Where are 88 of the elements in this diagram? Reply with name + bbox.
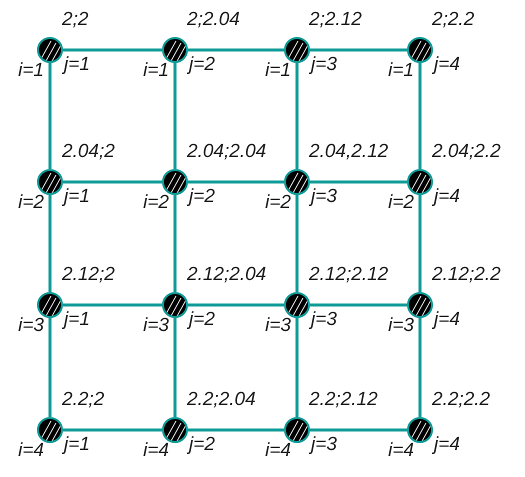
node-circle	[37, 37, 63, 63]
row-index-label: i=1	[265, 61, 291, 80]
coordinate-label: 2.2;2	[62, 390, 104, 409]
column-index-label: j=1	[64, 187, 90, 206]
row-index-label: i=1	[388, 61, 414, 80]
connector-line	[188, 48, 284, 52]
column-index-label: j=1	[64, 435, 90, 454]
connector-line	[63, 48, 162, 52]
connector-line	[188, 180, 284, 184]
connector-line	[296, 318, 298, 417]
coordinate-label: 2.2;2.2	[432, 390, 490, 409]
coordinate-label: 2.04;2.04	[187, 142, 266, 161]
connector-line	[188, 428, 284, 432]
node-circle	[407, 417, 433, 443]
connector-line	[418, 318, 422, 417]
column-index-label: j=2	[189, 187, 215, 206]
coordinate-label: 2;2.12	[309, 10, 362, 29]
connector-line	[63, 428, 162, 432]
connector-line	[310, 48, 407, 52]
column-index-label: j=2	[189, 55, 215, 74]
connector-line	[418, 63, 422, 169]
connector-line	[63, 304, 162, 306]
column-index-label: j=1	[64, 55, 90, 74]
connector-line	[174, 195, 176, 292]
row-index-label: i=2	[143, 193, 169, 212]
coordinate-label: 2.12;2.12	[309, 265, 388, 284]
connector-line	[63, 180, 162, 184]
node-circle	[284, 292, 310, 318]
connector-line	[296, 195, 298, 292]
column-index-label: j=3	[311, 435, 337, 454]
node-circle	[284, 417, 310, 443]
column-index-label: j=3	[311, 55, 337, 74]
row-index-label: i=2	[265, 193, 291, 212]
coordinate-label: 2.2;2.12	[309, 390, 378, 409]
column-index-label: j=4	[434, 310, 460, 329]
node-circle	[162, 37, 188, 63]
connector-line	[174, 63, 176, 169]
node-circle	[37, 417, 63, 443]
row-index-label: i=1	[143, 61, 169, 80]
node-circle	[407, 169, 433, 195]
column-index-label: j=2	[189, 435, 215, 454]
row-index-label: i=1	[18, 61, 44, 80]
connector-line	[48, 195, 52, 292]
connector-line	[418, 195, 422, 292]
column-index-label: j=4	[434, 187, 460, 206]
coordinate-label: 2.04,2.12	[309, 142, 388, 161]
row-index-label: i=3	[143, 316, 169, 335]
row-index-label: i=2	[388, 193, 414, 212]
node-circle	[37, 292, 63, 318]
connector-line	[48, 318, 52, 417]
node-circle	[407, 292, 433, 318]
coordinate-label: 2;2.2	[432, 10, 474, 29]
connector-line	[310, 180, 407, 184]
column-index-label: j=3	[311, 187, 337, 206]
row-index-label: i=4	[143, 441, 169, 460]
node-circle	[284, 37, 310, 63]
column-index-label: j=2	[189, 310, 215, 329]
connector-line	[296, 63, 298, 169]
row-index-label: i=4	[18, 441, 44, 460]
row-index-label: i=3	[265, 316, 291, 335]
node-circle	[284, 169, 310, 195]
row-index-label: i=3	[388, 316, 414, 335]
node-circle	[37, 169, 63, 195]
node-circle	[407, 37, 433, 63]
node-circle	[162, 169, 188, 195]
coordinate-label: 2.2;2.04	[187, 390, 256, 409]
coordinate-label: 2;2	[62, 10, 88, 29]
connector-line	[310, 304, 407, 306]
connector-line	[188, 304, 284, 306]
coordinate-label: 2.04;2.2	[432, 142, 501, 161]
row-index-label: i=3	[18, 316, 44, 335]
column-index-label: j=1	[64, 310, 90, 329]
coordinate-label: 2.12;2.04	[187, 265, 266, 284]
row-index-label: i=4	[388, 441, 414, 460]
node-circle	[162, 292, 188, 318]
column-index-label: j=4	[434, 55, 460, 74]
coordinate-label: 2.12;2	[62, 265, 115, 284]
connector-line	[48, 63, 52, 169]
row-index-label: i=4	[265, 441, 291, 460]
connector-line	[174, 318, 176, 417]
coordinate-label: 2;2.04	[187, 10, 240, 29]
row-index-label: i=2	[18, 193, 44, 212]
column-index-label: j=3	[311, 310, 337, 329]
coordinate-label: 2.12;2.2	[432, 265, 501, 284]
connector-line	[310, 428, 407, 432]
column-index-label: j=4	[434, 435, 460, 454]
coordinate-label: 2.04;2	[62, 142, 115, 161]
node-circle	[162, 417, 188, 443]
